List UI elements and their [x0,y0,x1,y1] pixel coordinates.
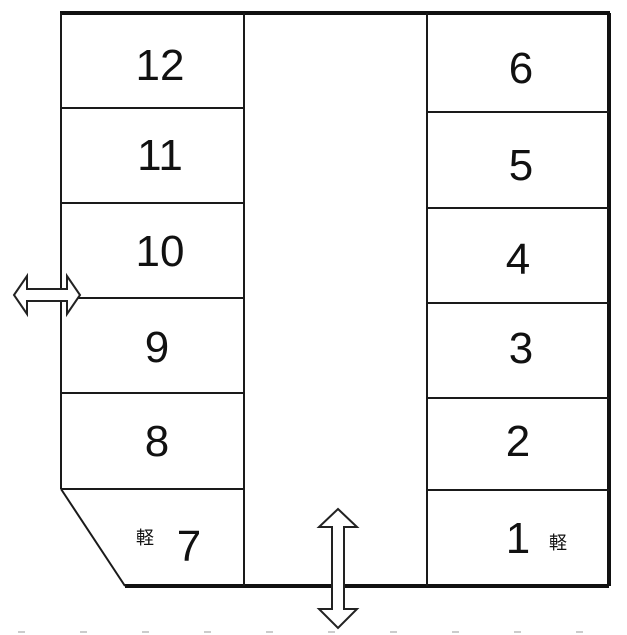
side-entrance-arrow-icon [12,272,82,318]
space-12-number: 12 [136,41,185,90]
bottom-edge-scan-marks [18,631,583,633]
space-8-number: 8 [145,417,169,466]
space-11-number: 11 [137,131,183,180]
space-5-number: 5 [509,141,533,190]
space-6-number: 6 [509,44,533,93]
space-2-number: 2 [506,417,530,466]
space-9-number: 9 [145,323,169,372]
space-7-number: 7 [177,522,201,571]
space-1-kei-mark: 軽 [549,533,567,554]
space-1-number: 1 [506,514,530,563]
space-10-number: 10 [136,227,185,276]
left-row-dividers [61,107,244,490]
right-row-dividers [427,111,609,491]
main-entrance-arrow-icon [316,507,360,630]
space-3-number: 3 [509,324,533,373]
space-7-kei-mark: 軽 [136,528,154,549]
corner-diagonal [60,488,126,587]
left-space-labels: 12 11 10 9 8 7 軽 [136,41,202,571]
space-4-number: 4 [506,235,530,284]
right-space-labels: 6 5 4 3 2 1 軽 [506,44,567,563]
